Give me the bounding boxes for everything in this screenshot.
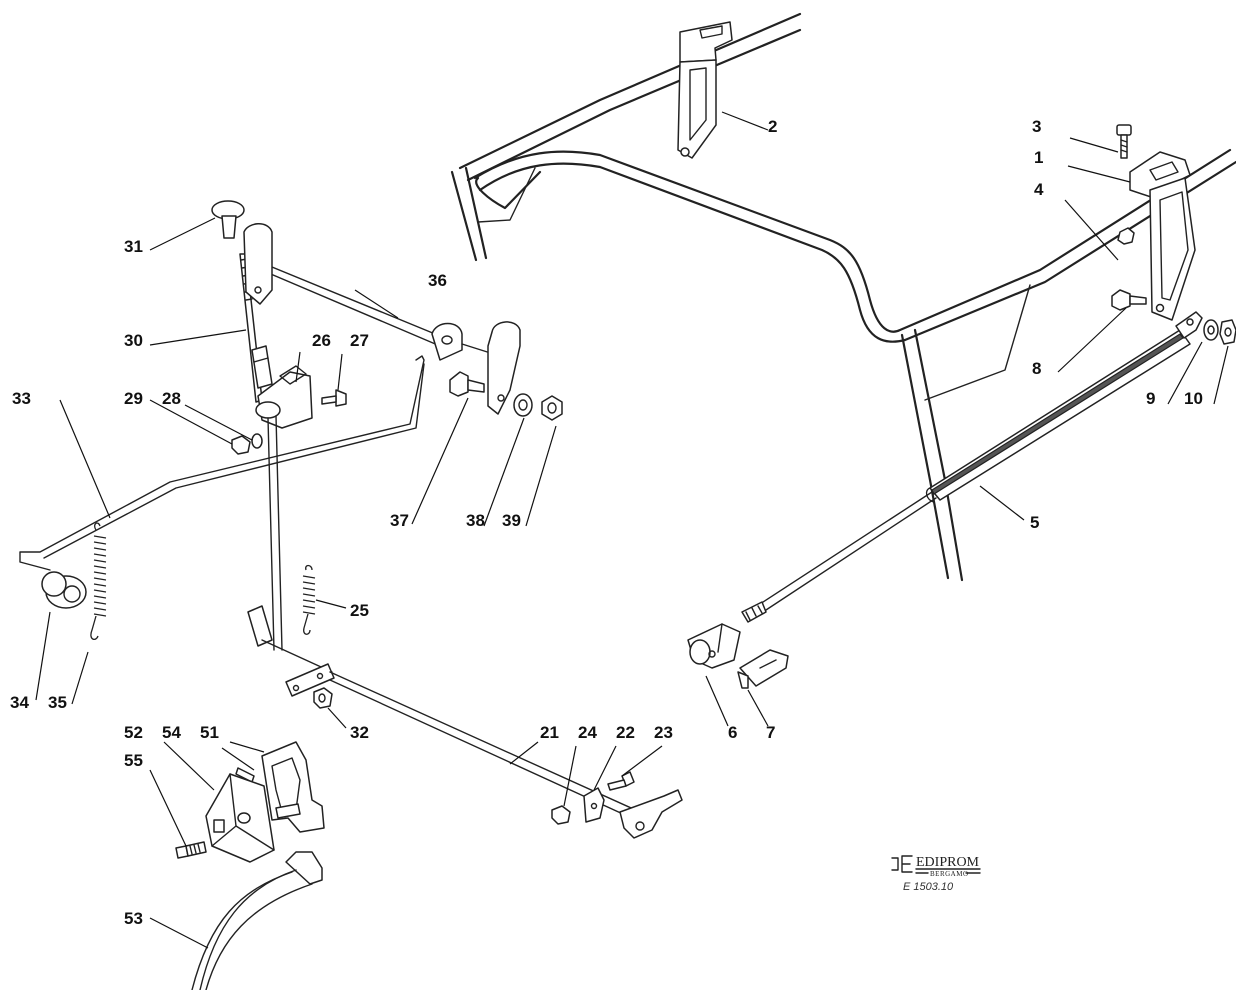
- nut-part-10: [1219, 319, 1236, 345]
- hook-lever: [619, 789, 683, 839]
- screw-part-55: [175, 841, 207, 859]
- washer-part-28: [251, 433, 263, 449]
- part-labels: 2 3 1 4 8 9 10 5 6 7 31 36 30 26 27 33 2…: [10, 117, 1203, 928]
- part-label-38: 38: [466, 511, 485, 530]
- part-label-36: 36: [428, 271, 447, 290]
- part-label-4: 4: [1034, 180, 1044, 199]
- part-label-1: 1: [1034, 148, 1043, 167]
- nut-part-29: [231, 435, 251, 455]
- nut-part-39: [541, 395, 563, 421]
- part-label-35: 35: [48, 693, 67, 712]
- part-label-9: 9: [1146, 389, 1155, 408]
- part-label-10: 10: [1184, 389, 1203, 408]
- part-label-54: 54: [162, 723, 181, 742]
- spring-part-25: [302, 564, 316, 635]
- part-labels-lower: 21 24 22 23: [540, 723, 673, 742]
- lever-bracket-left: [243, 223, 273, 305]
- part-label-21: 21: [540, 723, 559, 742]
- part-label-27: 27: [350, 331, 369, 350]
- part-label-55: 55: [124, 751, 143, 770]
- part-label-29: 29: [124, 389, 143, 408]
- nut-part-24: [551, 805, 571, 825]
- bolt-part-27: [321, 389, 347, 407]
- publisher-logo: EDIPROM BERGAMO E 1503.10: [891, 855, 981, 893]
- part-label-26: 26: [312, 331, 331, 350]
- part-label-2: 2: [768, 117, 777, 136]
- part-label-37: 37: [390, 511, 409, 530]
- clevis-part-6: [687, 623, 741, 669]
- bolt-part-23: [607, 771, 635, 791]
- drawing-code: E 1503.10: [903, 881, 954, 893]
- block-part-52: [205, 773, 301, 863]
- knob-part-31: [211, 200, 245, 239]
- part-label-23: 23: [654, 723, 673, 742]
- clip-part-22: [583, 787, 605, 823]
- lever-bracket-right: [431, 321, 521, 415]
- logo-brand: EDIPROM: [916, 855, 980, 870]
- nut-part-32: [313, 687, 333, 709]
- part-label-3: 3: [1032, 117, 1041, 136]
- part-label-51: 51: [200, 723, 219, 742]
- nut-part-4: [1117, 227, 1135, 245]
- part-label-6: 6: [728, 723, 737, 742]
- bracket-part-1: [1129, 151, 1196, 321]
- bolt-part-37: [449, 371, 485, 397]
- part-label-7: 7: [766, 723, 775, 742]
- bracket-part-51: [261, 741, 325, 833]
- part-label-28: 28: [162, 389, 181, 408]
- bracket-part-26: [255, 365, 313, 429]
- part-label-31: 31: [124, 237, 143, 256]
- cap-part-34: [41, 571, 87, 609]
- logo-city: BERGAMO: [930, 870, 969, 878]
- part-label-32: 32: [350, 723, 369, 742]
- washer-part-9: [1203, 319, 1219, 341]
- rod-part-33: [19, 355, 425, 571]
- rod-part-36: [249, 257, 441, 347]
- part-label-34: 34: [10, 693, 29, 712]
- part-label-5: 5: [1030, 513, 1039, 532]
- part-label-33: 33: [12, 389, 31, 408]
- part-label-25: 25: [350, 601, 369, 620]
- gas-strut-part-5: [741, 311, 1203, 623]
- part-label-8: 8: [1032, 359, 1041, 378]
- pedal-arm-part-53: [191, 851, 323, 990]
- spring-part-35: [90, 522, 107, 641]
- bolt-part-3: [1116, 124, 1132, 159]
- bracket-part-2: [677, 21, 733, 159]
- pin-part-7: [737, 649, 789, 689]
- bolt-part-8: [1111, 289, 1147, 311]
- part-label-39: 39: [502, 511, 521, 530]
- washer-part-38: [513, 393, 533, 417]
- part-label-52: 52: [124, 723, 143, 742]
- part-label-53: 53: [124, 909, 143, 928]
- part-label-24: 24: [578, 723, 597, 742]
- vertical-rod: [267, 415, 283, 651]
- leader-lines: [35, 111, 1229, 949]
- logo-mark-icon: [891, 855, 913, 873]
- part-label-30: 30: [124, 331, 143, 350]
- part-label-22: 22: [616, 723, 635, 742]
